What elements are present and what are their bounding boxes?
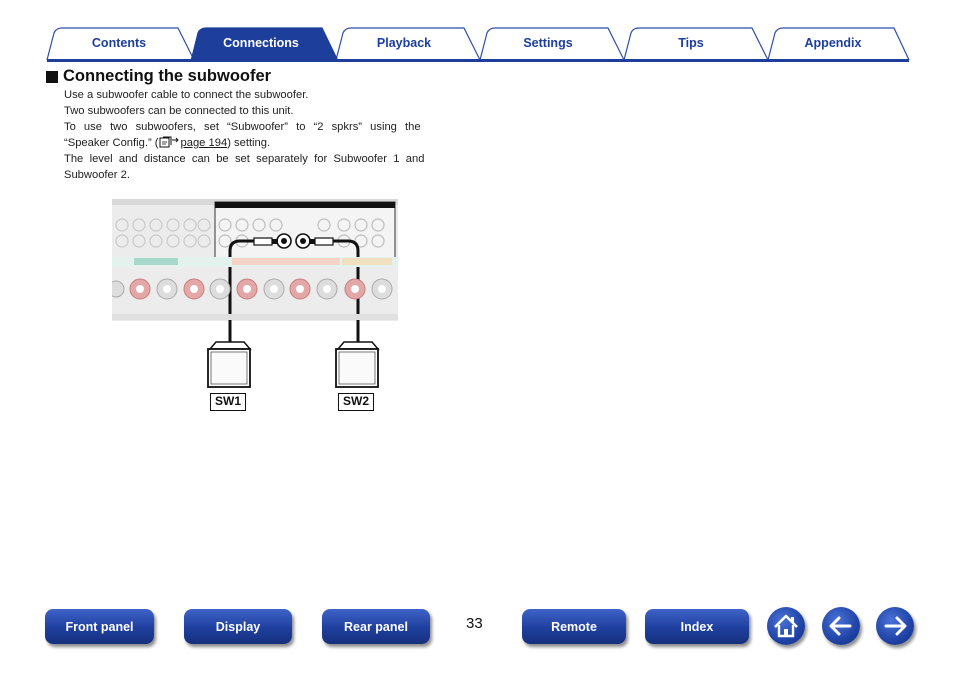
tab-tips[interactable]: Tips: [678, 36, 704, 50]
paragraph-line: To use two subwoofers, set “Subwoofer” t…: [64, 119, 463, 135]
tab-playback[interactable]: Playback: [376, 36, 432, 50]
section-title: Connecting the subwoofer: [46, 67, 271, 86]
paragraph-line: Subwoofer 2.: [64, 169, 130, 181]
sw2-label: SW2: [338, 393, 374, 411]
paragraph-text: To use two subwoofers, set “Subwoofer” t…: [64, 121, 421, 133]
home-icon: [774, 614, 798, 638]
tab-connections[interactable]: Connections: [223, 36, 299, 50]
home-button[interactable]: [767, 607, 805, 645]
paragraph-level-distance: The level and distance can be set separa…: [64, 151, 463, 183]
tab-contents[interactable]: Contents: [91, 36, 147, 50]
sw1-label: SW1: [210, 393, 246, 411]
rear-panel-illustration: [107, 199, 398, 388]
front-panel-button[interactable]: Front panel: [45, 609, 154, 644]
index-button[interactable]: Index: [645, 609, 749, 644]
remote-button[interactable]: Remote: [522, 609, 626, 644]
rear-panel-button[interactable]: Rear panel: [322, 609, 430, 644]
paragraph-text: ) setting.: [227, 137, 271, 149]
forward-button[interactable]: [876, 607, 914, 645]
subwoofer-connection-diagram: SW1 SW2: [107, 199, 398, 414]
text-line: Two subwoofers can be connected to this …: [64, 105, 294, 117]
paragraph-text: “Speaker Config.” (: [64, 137, 159, 149]
paragraph-line: The level and distance can be set separa…: [64, 153, 425, 165]
page-reference-icon: [159, 136, 179, 148]
paragraph-line: “Speaker Config.” ( page 194) setting.: [64, 135, 463, 151]
arrow-left-icon: [829, 616, 852, 636]
section-title-text: Connecting the subwoofer: [63, 67, 272, 85]
page-number: 33: [466, 615, 483, 632]
tab-bar-background: [46, 27, 910, 62]
text-line: Use a subwoofer cable to connect the sub…: [64, 89, 309, 101]
subwoofer-1-icon: [207, 341, 252, 388]
tab-bar: Contents Connections Playback Settings T…: [0, 0, 954, 64]
arrow-right-icon: [884, 616, 907, 636]
tab-settings[interactable]: Settings: [523, 36, 573, 50]
tab-appendix[interactable]: Appendix: [804, 36, 862, 50]
display-button[interactable]: Display: [184, 609, 292, 644]
square-bullet-icon: [46, 70, 58, 83]
subwoofer-2-icon: [335, 341, 380, 388]
paragraph-subwoofer-setting: To use two subwoofers, set “Subwoofer” t…: [64, 119, 463, 151]
back-button[interactable]: [822, 607, 860, 645]
page-194-link[interactable]: page 194: [180, 137, 228, 149]
